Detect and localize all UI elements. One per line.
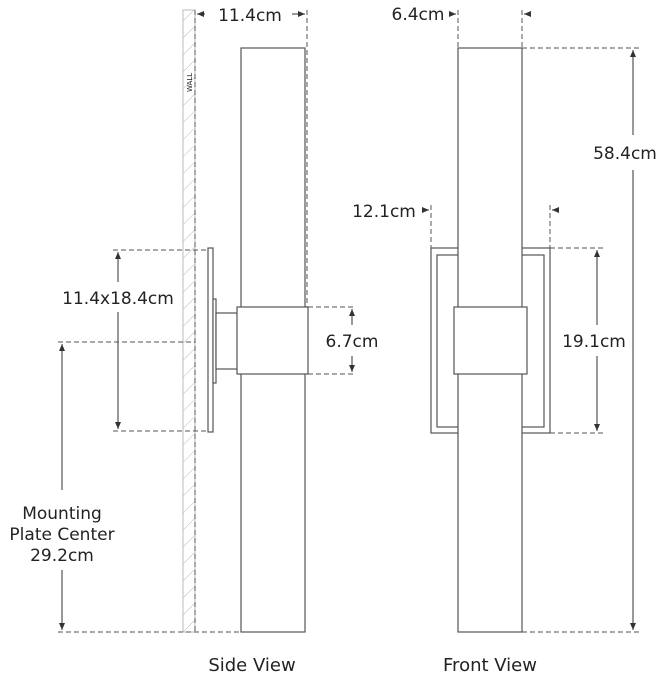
front-view: 6.4cm 58.4cm 12.1cm 19.1cm Front View [352,5,657,676]
plate-width-dimension: 12.1cm [352,202,416,222]
plate-height-dimension: 19.1cm [562,332,626,352]
depth-dimension: 11.4cm [218,6,282,26]
mounting-height-dimension: 29.2cm [30,546,94,566]
overall-height-dimension: 58.4cm [593,144,657,164]
side-view: WALL 11.4cm 11.4x18.4cm 6.7cm Mounting P… [9,6,378,676]
wall [182,9,196,633]
wall-label: WALL [186,73,194,92]
arm-height-dimension: 6.7cm [326,332,379,352]
side-canopy [215,312,240,370]
front-view-label: Front View [443,655,537,676]
side-collar [236,306,309,375]
tube-width-dimension: 6.4cm [392,5,445,25]
mounting-label-line2: Plate Center [9,525,114,545]
side-view-label: Side View [208,655,295,676]
plate-size-dimension: 11.4x18.4cm [62,289,174,309]
front-collar [453,306,528,375]
side-backplate [207,247,214,433]
mounting-label-line1: Mounting [22,504,102,524]
